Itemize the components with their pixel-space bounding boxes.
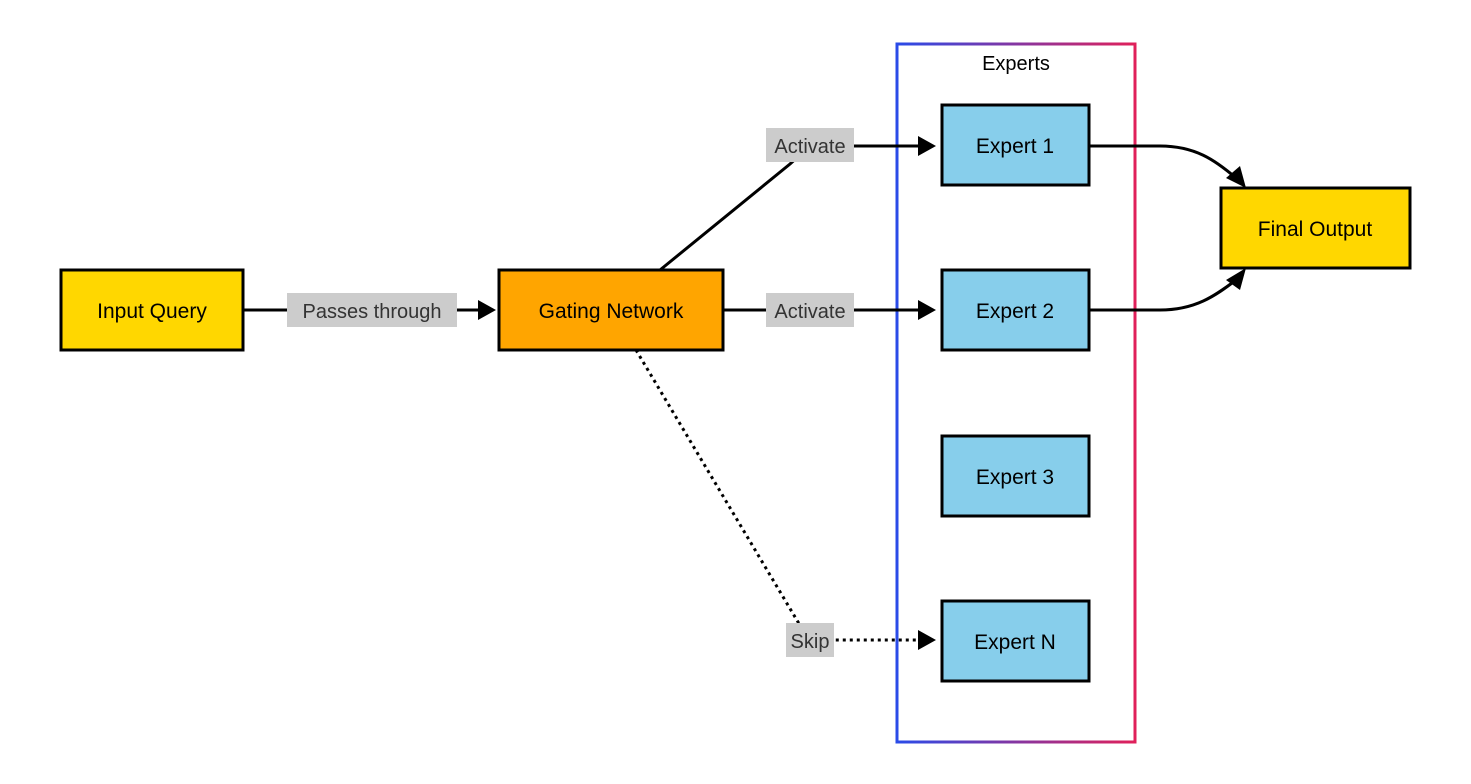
- node-label: Expert 3: [976, 466, 1054, 489]
- edge-line: [659, 144, 920, 272]
- node-expert-2: Expert 2: [940, 268, 1091, 352]
- arrowhead-icon: [1226, 166, 1246, 188]
- arrowhead-icon: [1226, 268, 1246, 290]
- node-expert-1: Expert 1: [940, 103, 1091, 187]
- node-box: [940, 434, 1091, 518]
- node-box: [497, 268, 725, 352]
- edge-label: Activate: [774, 136, 845, 158]
- edge-label-bg: [766, 128, 854, 162]
- edge-label-bg: [766, 293, 854, 327]
- experts-group-border: [895, 42, 1137, 744]
- edge-label-bg: [287, 293, 457, 327]
- edges: Passes through Activate Activate Skip: [244, 128, 1246, 657]
- edge-expert2-to-output: [1090, 268, 1246, 312]
- arrowhead-icon: [478, 300, 496, 320]
- node-label: Final Output: [1258, 218, 1373, 241]
- edge-label: Activate: [774, 301, 845, 323]
- node-label: Expert 1: [976, 135, 1054, 158]
- node-box: [940, 268, 1091, 352]
- nodes: Input Query Gating Network Expert 1 Expe…: [59, 103, 1412, 683]
- node-box: [59, 268, 245, 352]
- edge-gating-to-expert1: Activate: [659, 128, 936, 272]
- node-input-query: Input Query: [59, 268, 245, 352]
- edge-label: Passes through: [303, 301, 442, 323]
- node-label: Gating Network: [539, 300, 684, 323]
- node-expert-3: Expert 3: [940, 434, 1091, 518]
- experts-group-title: Experts: [982, 53, 1050, 75]
- edge-line: [1090, 278, 1237, 312]
- edge-gating-to-expertN: Skip: [634, 349, 936, 657]
- node-gating-network: Gating Network: [497, 268, 725, 352]
- node-box: [940, 599, 1091, 683]
- node-box: [1219, 186, 1412, 270]
- experts-group: Experts: [895, 42, 1137, 744]
- arrowhead-icon: [918, 136, 936, 156]
- edge-input-to-gating: Passes through: [244, 293, 496, 327]
- edge-label-bg: [786, 623, 834, 657]
- node-label: Input Query: [97, 300, 207, 323]
- arrowhead-icon: [918, 300, 936, 320]
- node-label: Expert 2: [976, 300, 1054, 323]
- edge-expert1-to-output: [1090, 144, 1246, 188]
- node-expert-n: Expert N: [940, 599, 1091, 683]
- edge-gating-to-expert2: Activate: [724, 293, 936, 327]
- edge-line: [1090, 144, 1237, 180]
- node-final-output: Final Output: [1219, 186, 1412, 270]
- node-label: Expert N: [974, 631, 1056, 654]
- edge-label: Skip: [791, 631, 830, 653]
- arrowhead-icon: [918, 630, 936, 650]
- edge-line: [634, 349, 920, 642]
- node-box: [940, 103, 1091, 187]
